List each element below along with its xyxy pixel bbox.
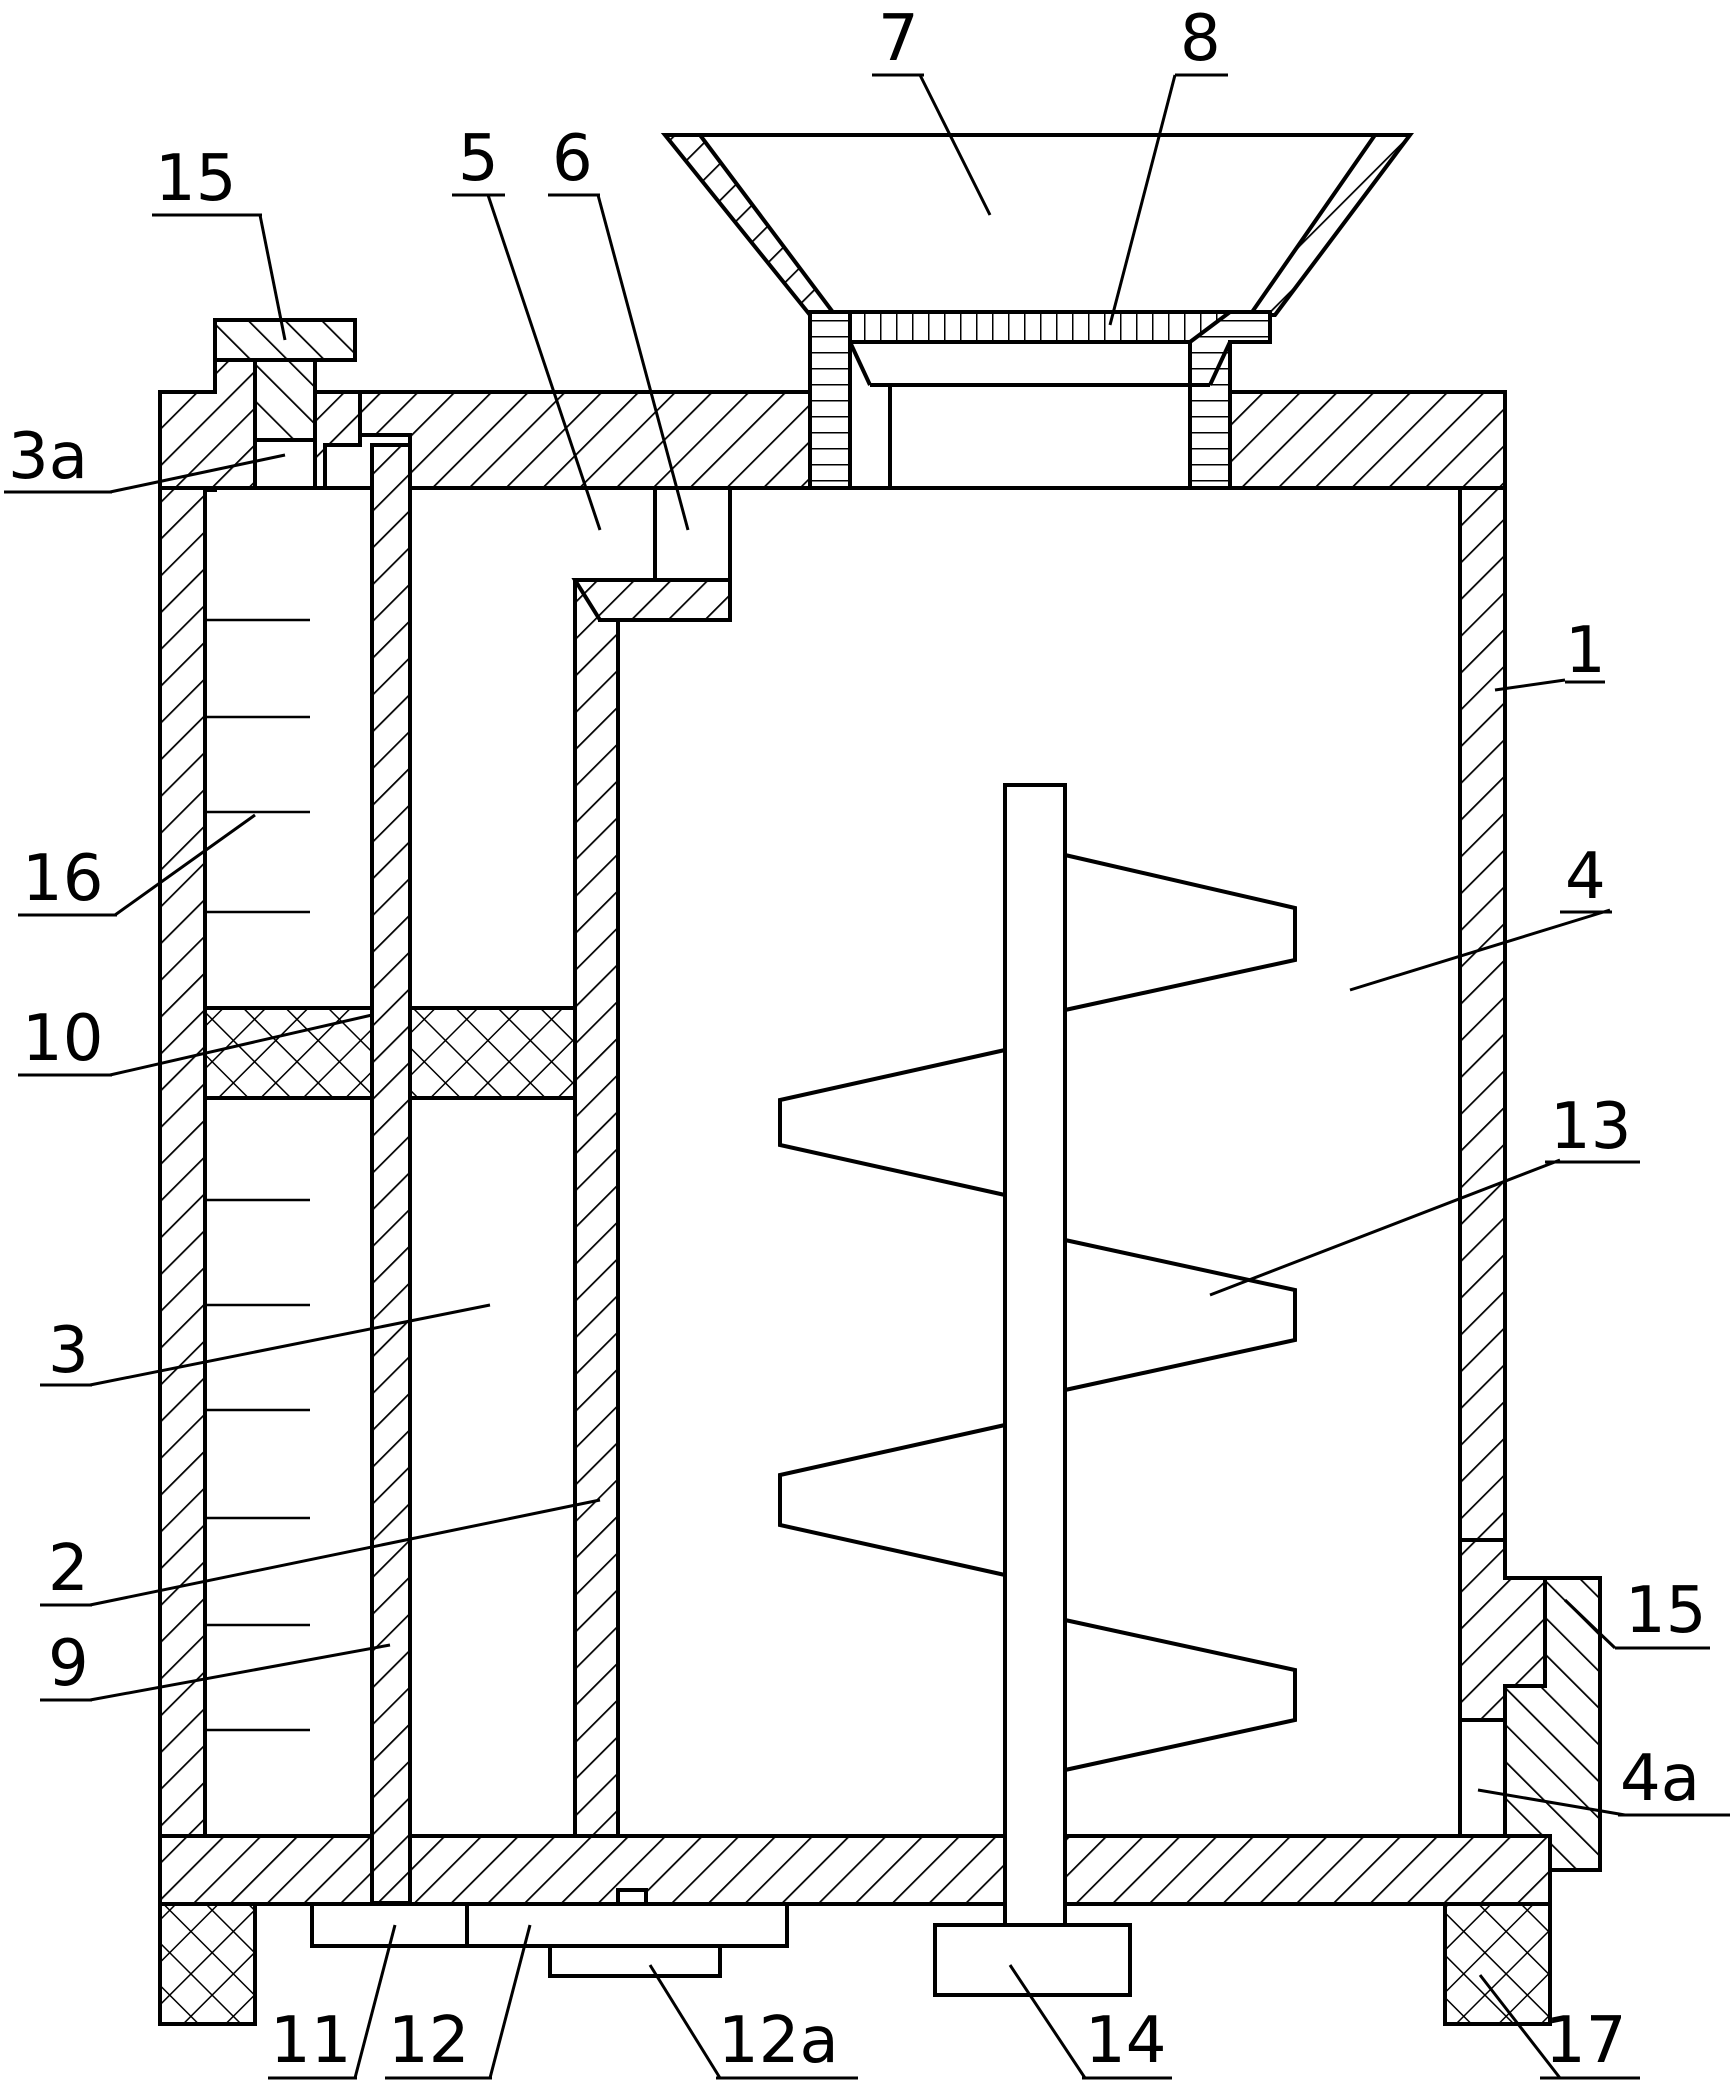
label-13: 13	[1209, 1090, 1640, 1297]
svg-text:3: 3	[48, 1314, 89, 1388]
top-plug-body	[253, 358, 317, 442]
neck-taper-left	[848, 341, 872, 386]
motor-12a	[548, 1944, 722, 1978]
slot-6	[653, 486, 732, 582]
svg-text:13: 13	[1550, 1090, 1631, 1164]
svg-text:16: 16	[22, 842, 103, 916]
hopper-right-wall	[1246, 133, 1414, 317]
label-5: 5	[452, 122, 602, 531]
label-1: 1	[1494, 614, 1606, 692]
right-foot	[1443, 1902, 1552, 2026]
label-8: 8	[1108, 2, 1228, 326]
svg-text:4: 4	[1565, 840, 1606, 914]
neck-taper-right	[1208, 341, 1232, 386]
screw-shaft	[1003, 783, 1067, 1997]
left-foot	[158, 1902, 257, 2026]
label-2: 2	[40, 1498, 601, 1607]
svg-text:15: 15	[155, 142, 236, 216]
port-stub	[616, 1888, 648, 1906]
svg-text:12a: 12a	[718, 2004, 839, 2078]
right-plug-15	[1503, 1576, 1602, 1872]
filter-10-right	[408, 1006, 577, 1100]
outlet-4a	[1458, 1718, 1512, 1838]
pump-12	[465, 1902, 789, 1948]
level-marks-16	[205, 618, 310, 1732]
label-9: 9	[40, 1627, 391, 1702]
label-17: 17	[1478, 1974, 1640, 2080]
hopper-left-wall	[660, 133, 839, 317]
filter-10-left	[203, 1006, 374, 1100]
label-6: 6	[548, 122, 690, 531]
svg-text:11: 11	[270, 2004, 351, 2078]
svg-text:4a: 4a	[1620, 1742, 1700, 1816]
svg-text:10: 10	[22, 1002, 103, 1076]
label-11: 11	[268, 1924, 397, 2080]
screen-8	[818, 310, 1262, 344]
ledge-6	[571, 578, 732, 622]
housing-top-wall-right	[1228, 390, 1507, 490]
housing-top-wall-middle	[358, 390, 852, 490]
svg-text:14: 14	[1085, 2004, 1166, 2078]
svg-text:1: 1	[1565, 614, 1606, 688]
svg-text:12: 12	[388, 2004, 469, 2078]
label-15-right: 15	[1563, 1574, 1710, 1650]
label-3a: 3a	[4, 420, 286, 494]
label-15-top: 15	[152, 142, 287, 341]
label-12a: 12a	[648, 1964, 858, 2080]
housing-right-wall	[1458, 486, 1507, 1542]
valve-11	[310, 1902, 469, 1948]
screw-blades-13	[778, 853, 1297, 1772]
label-16: 16	[18, 813, 256, 917]
motor-14	[933, 1923, 1132, 1997]
partition-2	[573, 578, 620, 1838]
housing-bottom-wall	[158, 1834, 1552, 1906]
label-14: 14	[1008, 1964, 1172, 2080]
label-4a: 4a	[1477, 1742, 1730, 1817]
label-12: 12	[385, 1924, 532, 2080]
svg-text:15: 15	[1625, 1574, 1706, 1648]
partition-9	[370, 443, 412, 1905]
svg-text:9: 9	[48, 1627, 89, 1701]
label-7: 7	[872, 2, 992, 216]
svg-text:17: 17	[1545, 2004, 1626, 2078]
label-4: 4	[1349, 840, 1612, 992]
hopper-neck-right	[1188, 310, 1272, 490]
svg-text:2: 2	[48, 1532, 89, 1606]
hopper-neck-left	[808, 310, 852, 490]
label-3: 3	[40, 1303, 491, 1388]
svg-text:8: 8	[1180, 2, 1221, 76]
outlet-3a	[253, 438, 317, 490]
svg-text:7: 7	[878, 2, 919, 76]
label-10: 10	[18, 1002, 373, 1077]
svg-text:5: 5	[458, 122, 499, 196]
svg-text:3a: 3a	[8, 420, 88, 494]
svg-text:6: 6	[552, 122, 593, 196]
